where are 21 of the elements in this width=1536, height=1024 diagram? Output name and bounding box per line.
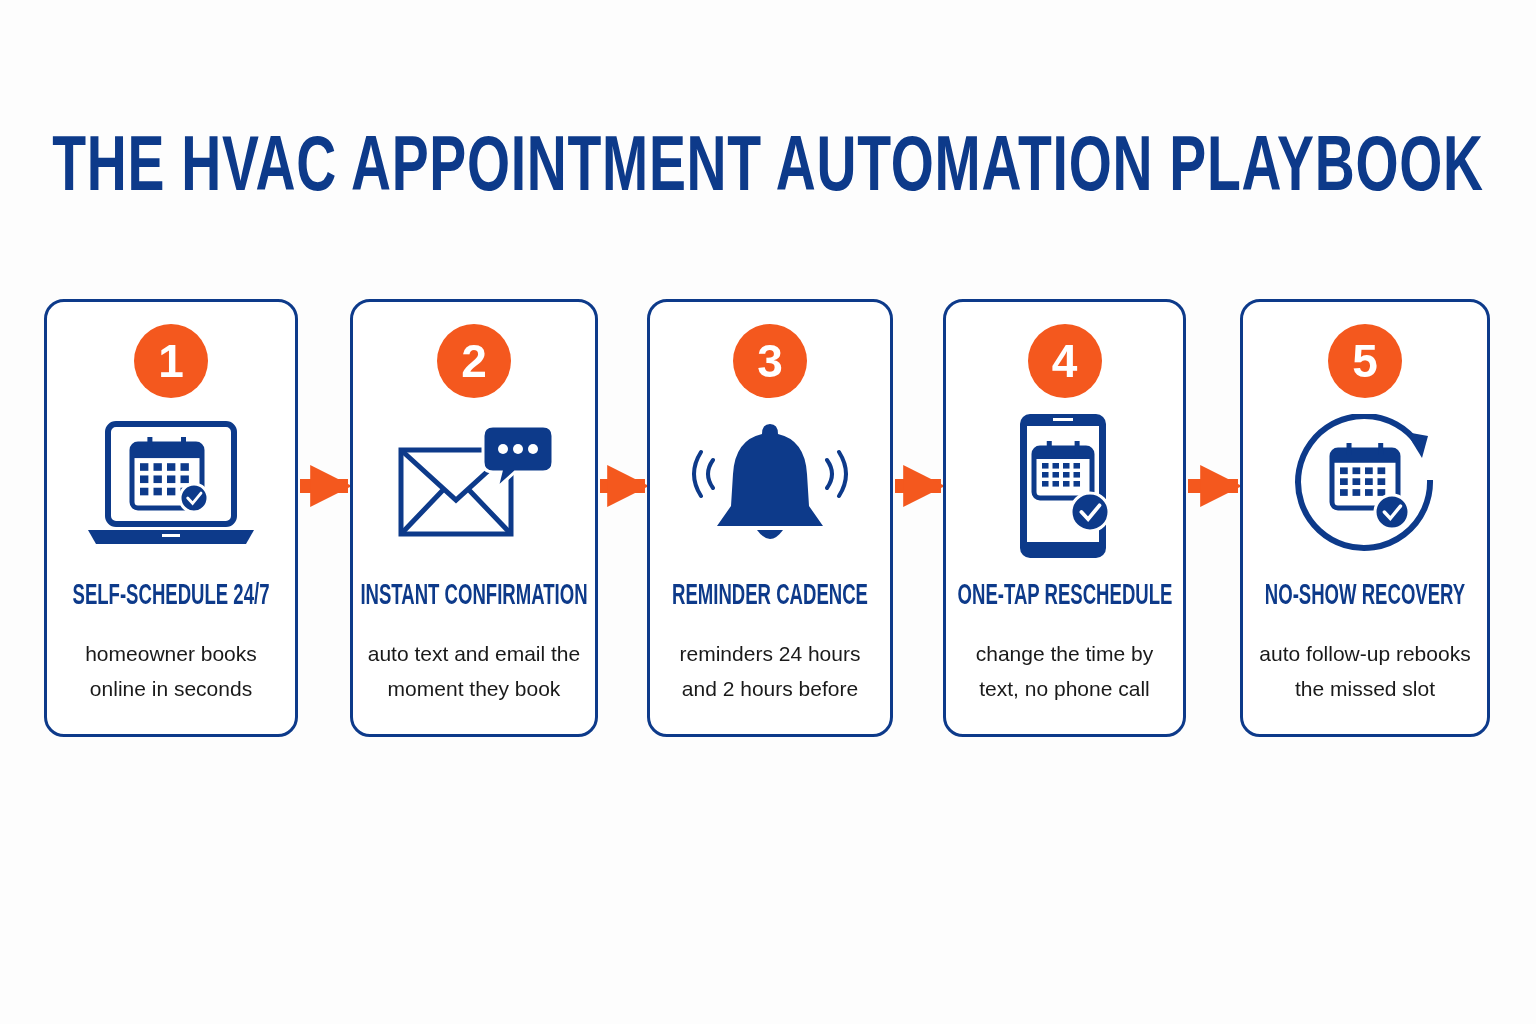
step-card	[647, 299, 893, 737]
step-number: 4	[1027, 324, 1102, 398]
step-heading: NO-SHOW RECOVERY	[1264, 578, 1466, 611]
step-number: 3	[733, 324, 807, 398]
step-heading: ONE-TAP RESCHEDULE	[957, 578, 1172, 611]
step-description: auto follow-up rebooks the missed slot	[1258, 641, 1472, 702]
step-card	[44, 299, 298, 737]
step-description: homeowner books online in seconds	[84, 641, 258, 702]
step-card	[350, 299, 598, 737]
step-card	[1240, 299, 1490, 737]
step-heading: SELF-SCHEDULE 24/7	[72, 578, 270, 611]
step-number: 1	[134, 324, 208, 398]
step-description: auto text and email the moment they book	[367, 641, 581, 702]
step-description: reminders 24 hours and 2 hours before	[678, 641, 862, 702]
step-heading: INSTANT CONFIRMATION	[360, 578, 588, 611]
step-card	[943, 299, 1186, 737]
step-heading: REMINDER CADENCE	[672, 578, 868, 611]
title: THE HVAC APPOINTMENT AUTOMATION PLAYBOOK	[52, 118, 1484, 209]
step-number: 2	[437, 324, 511, 398]
step-number: 5	[1328, 324, 1402, 398]
step-description: change the time by text, no phone call	[974, 641, 1155, 702]
